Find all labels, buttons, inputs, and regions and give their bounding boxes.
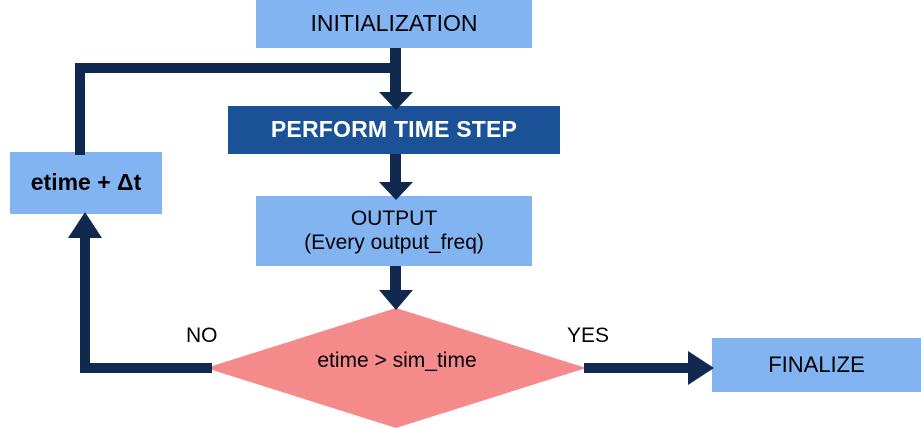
edge-output-to-decision: [379, 266, 413, 310]
edge-etime-to-perform: [75, 63, 397, 155]
node-etime-increment[interactable]: [10, 152, 162, 214]
edge-decision-no: [68, 212, 212, 373]
node-perform-time-step[interactable]: [228, 106, 560, 154]
edge-decision-yes: [584, 351, 714, 385]
node-decision[interactable]: [206, 308, 586, 428]
edge-perform-to-output: [379, 154, 413, 200]
edge-init-to-perform: [379, 48, 413, 110]
node-finalize[interactable]: [712, 338, 921, 392]
node-output[interactable]: [256, 196, 532, 266]
node-initialization[interactable]: [256, 0, 532, 48]
